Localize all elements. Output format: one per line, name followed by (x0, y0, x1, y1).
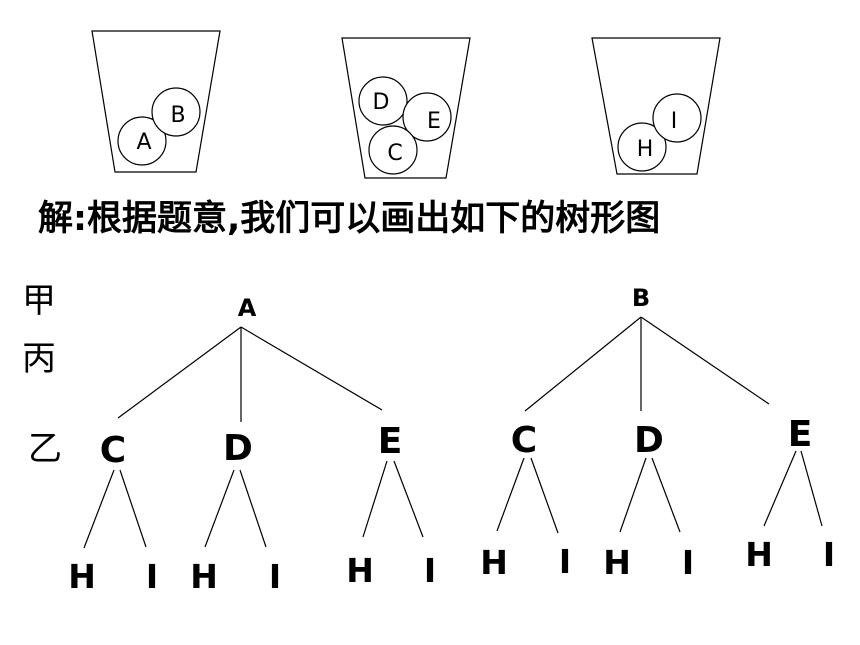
cup-1-ball-a-label: A (136, 130, 151, 155)
cup-3: H I (591, 37, 721, 175)
side-label-jia: 甲 (22, 281, 56, 321)
cup-1-ball-b-label: B (170, 103, 185, 128)
edge-d-h-1 (204, 469, 235, 548)
tree-a-edges (83, 326, 424, 549)
edge-a-c (117, 326, 242, 419)
tree-b-node-d: D (634, 420, 664, 461)
tree-b-c-leaf-h: H (480, 543, 508, 582)
tree-a-e-leaf-h: H (346, 551, 374, 590)
tree-b-c-leaf-i: I (559, 542, 571, 581)
cup-2-ball-d-label: D (373, 90, 390, 115)
tree-a-c-leaf-h: H (68, 557, 96, 596)
cup-1-ball-a (117, 116, 167, 166)
cup-3-outline (591, 37, 721, 175)
cup-3-ball-h (617, 122, 667, 172)
tree-a-node-d: D (223, 428, 253, 469)
cup-3-ball-i-label: I (671, 109, 678, 134)
cup-3-ball-h-label: H (637, 137, 654, 162)
edge-c-i-1 (119, 469, 147, 548)
tree-b-edges (496, 316, 823, 534)
side-label-yi: 乙 (28, 429, 62, 469)
edge-e-h-2 (763, 450, 797, 527)
tree-b-e-leaf-i: I (823, 535, 835, 574)
cup-2-ball-e (402, 92, 452, 142)
cup-3-ball-i (652, 93, 702, 143)
edge-b-c (524, 316, 642, 412)
tree-b-e-leaf-h: H (745, 535, 773, 574)
cup-2-outline (341, 37, 471, 179)
tree-a-node-e: E (378, 421, 403, 462)
cup-2-ball-e-label: E (427, 109, 441, 134)
edge-c-h-2 (496, 457, 525, 532)
edge-e-i-1 (393, 460, 424, 538)
tree-a-root: A (238, 294, 257, 322)
edge-c-h-1 (83, 469, 115, 549)
tree-b-node-e: E (788, 414, 813, 455)
cup-1: A B (91, 30, 221, 173)
tree-a-c-leaf-i: I (146, 557, 158, 596)
tree-b-root: B (632, 284, 650, 312)
tree-a-e-leaf-i: I (424, 551, 436, 590)
edge-a-e (240, 326, 383, 411)
edge-e-i-2 (800, 450, 823, 527)
cup-2-ball-c (368, 125, 418, 175)
edge-d-h-2 (619, 457, 647, 533)
tree-a-d-leaf-i: I (269, 557, 281, 596)
solution-title: 解:根据题意,我们可以画出如下的树形图 (38, 199, 660, 239)
side-label-bing: 丙 (22, 339, 56, 379)
tree-b-d-leaf-h: H (603, 543, 631, 582)
cup-1-outline (91, 30, 221, 173)
edge-c-i-2 (530, 457, 559, 534)
tree-a-node-c: C (100, 430, 126, 471)
tree-a-d-leaf-h: H (190, 557, 218, 596)
edge-b-e (640, 316, 770, 405)
cup-1-ball-b (151, 87, 201, 137)
edge-d-i-1 (239, 469, 267, 548)
cup-2-ball-c-label: C (387, 141, 402, 166)
tree-b-d-leaf-i: I (682, 543, 694, 582)
edge-d-i-2 (651, 457, 681, 533)
cup-2: D E C (341, 37, 471, 179)
tree-b-node-c: C (511, 420, 537, 461)
edge-e-h-1 (362, 460, 388, 538)
cup-2-ball-d (358, 76, 408, 126)
